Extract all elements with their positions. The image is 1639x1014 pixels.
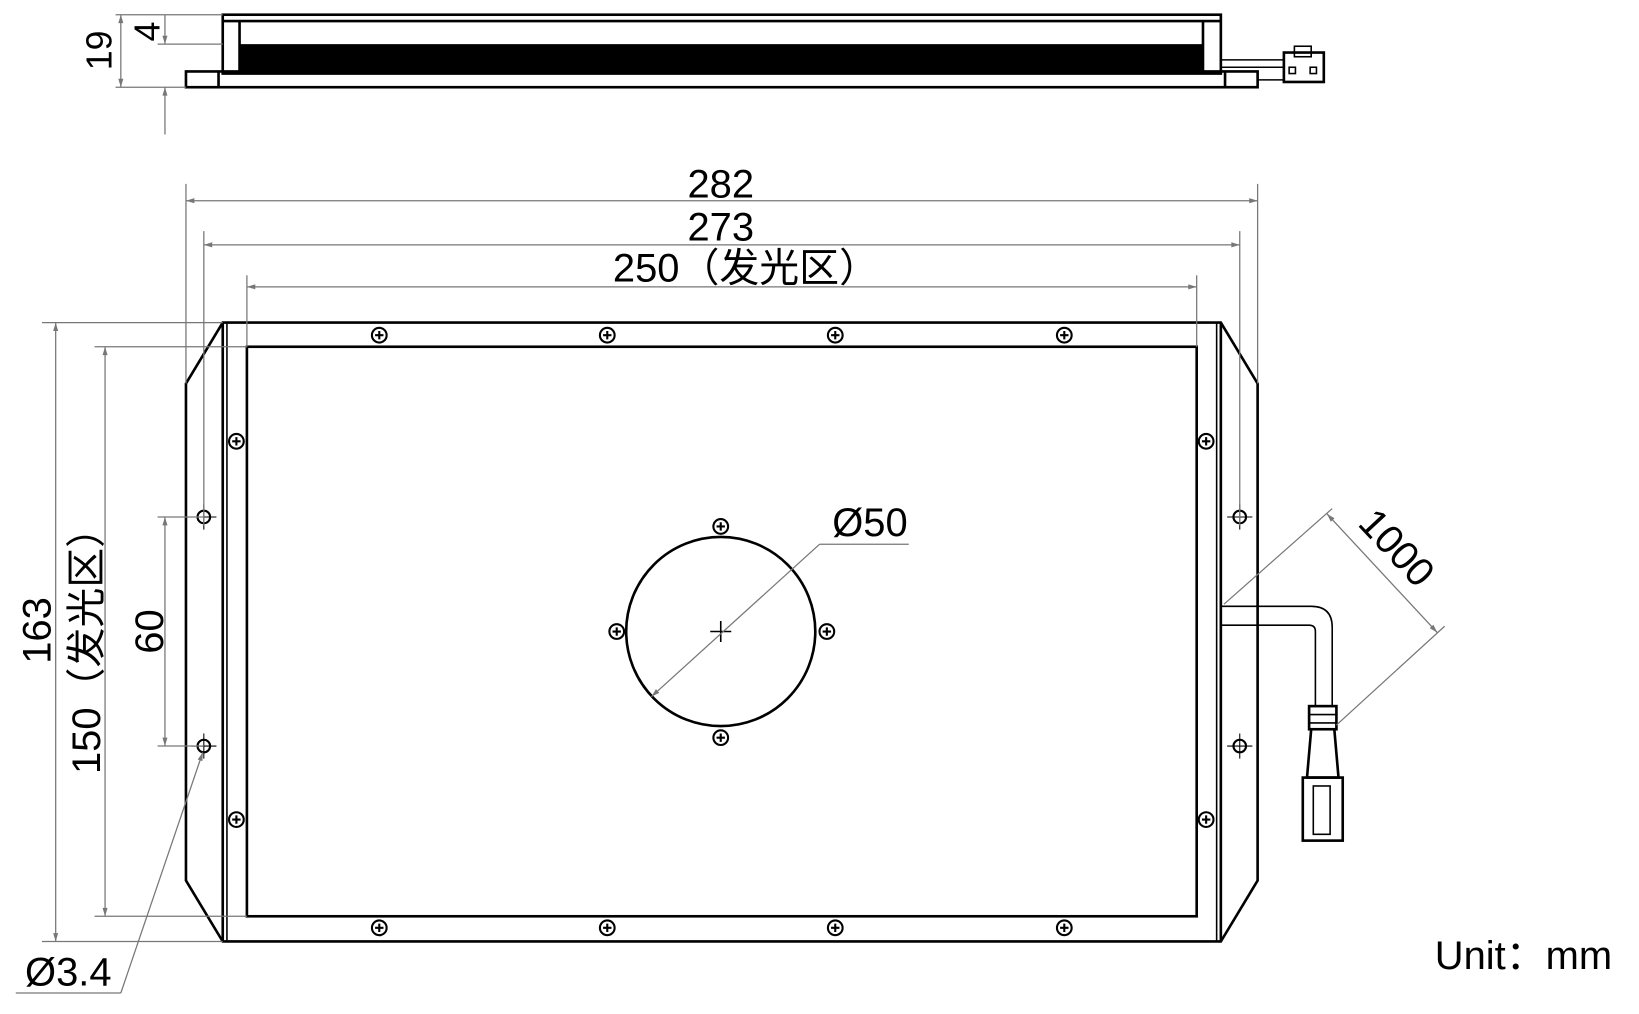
front-view: 282 273 250（发光区） 163 150（发光区） 60 Ø50 Ø3.… [15, 163, 1446, 995]
top-cable [1220, 59, 1284, 81]
dim-width-emitting: 250（发光区） [613, 247, 879, 291]
dim-hole-spacing: 60 [128, 609, 172, 653]
dim-mount-hole: Ø3.4 [25, 951, 112, 995]
dim-center-hole: Ø50 [832, 501, 907, 545]
dim-width-mounting: 273 [687, 206, 754, 250]
top-emitter-band [239, 44, 1203, 72]
dim-height-emitting: 150（发光区） [65, 508, 109, 774]
dim-width-overall: 282 [687, 163, 754, 207]
dim-height-total: 19 [79, 31, 119, 71]
top-connector [1282, 45, 1326, 84]
cable [1220, 605, 1345, 842]
unit-label: Unit：mm [1435, 934, 1612, 978]
dim-cable-length: 1000 [1350, 501, 1443, 596]
center-hole [608, 518, 836, 747]
emitting-area [245, 345, 1198, 918]
dim-height-overall: 163 [15, 597, 59, 664]
dim-height-step: 4 [128, 22, 168, 42]
top-view: 19 4 [79, 13, 1326, 135]
